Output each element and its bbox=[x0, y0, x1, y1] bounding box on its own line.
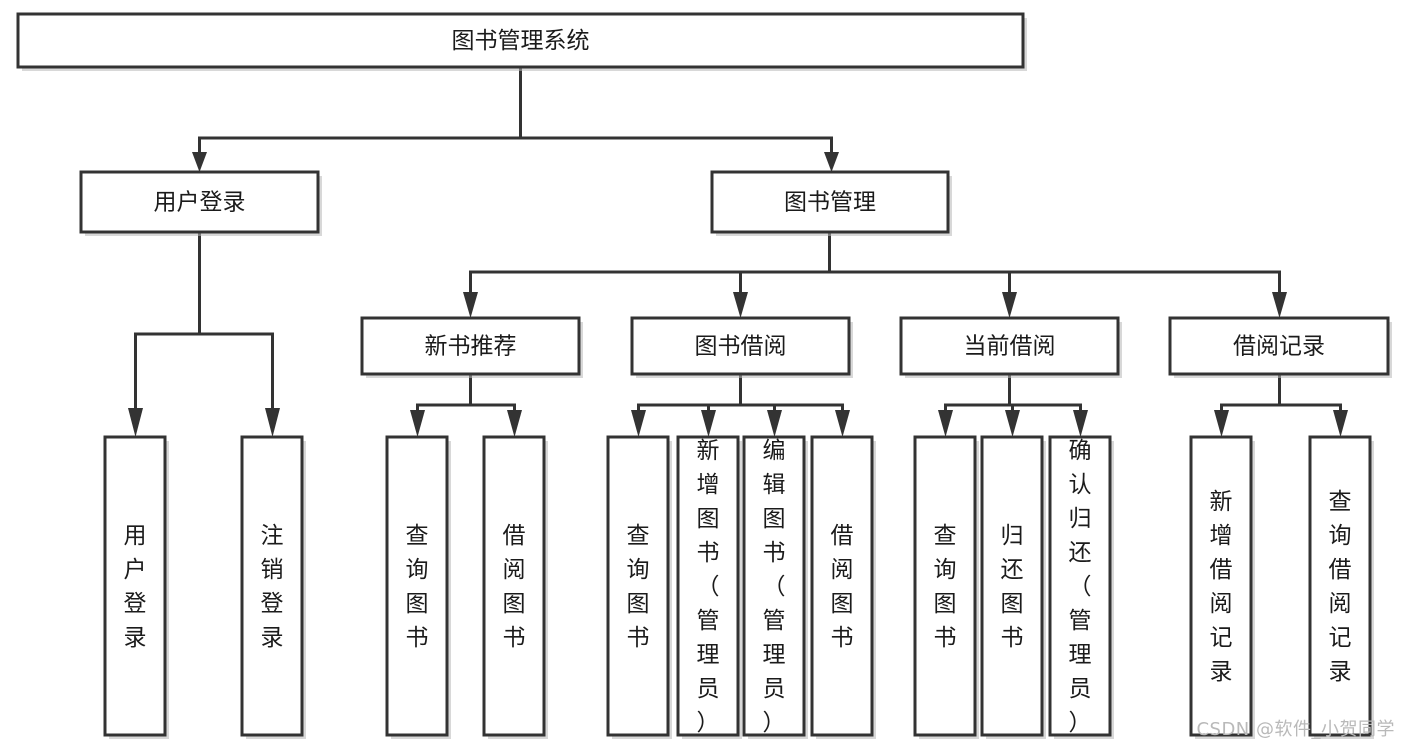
arrow-to-leaf-query-book-rec bbox=[410, 410, 425, 437]
node-leaf-return-book-box[interactable] bbox=[980, 435, 1044, 737]
node-leaf-add-book[interactable]: 新增图书（管理员） bbox=[676, 435, 742, 739]
node-leaf-add-record-box[interactable] bbox=[1189, 435, 1253, 737]
node-root-label: 图书管理系统 bbox=[452, 28, 590, 54]
arrow-to-leaf-logout bbox=[265, 408, 280, 437]
node-leaf-logout-label: 注销登录 bbox=[261, 523, 284, 651]
arrow-to-leaf-borrow-book bbox=[835, 410, 850, 437]
node-leaf-user-login[interactable]: 用户登录 bbox=[103, 435, 169, 739]
node-new-book-rec-box[interactable] bbox=[360, 316, 581, 376]
arrow-to-leaf-user-login bbox=[128, 408, 143, 437]
node-leaf-borrow-book-rec-label: 借阅图书 bbox=[503, 523, 526, 651]
node-user-login-box[interactable] bbox=[79, 170, 320, 234]
node-leaf-borrow-book-label: 借阅图书 bbox=[831, 523, 854, 651]
node-leaf-edit-book[interactable]: 编辑图书（管理员） bbox=[742, 435, 808, 739]
node-user-login[interactable]: 用户登录 bbox=[79, 170, 322, 236]
node-leaf-borrow-book-box[interactable] bbox=[810, 435, 874, 737]
node-leaf-query-book-rec[interactable]: 查询图书 bbox=[385, 435, 451, 739]
node-leaf-add-record[interactable]: 新增借阅记录 bbox=[1189, 435, 1255, 739]
node-leaf-query-record-box[interactable] bbox=[1308, 435, 1372, 737]
node-root-box[interactable] bbox=[16, 12, 1025, 69]
arrow-to-book-borrow bbox=[733, 292, 748, 318]
node-leaf-confirm-return[interactable]: 确认归还（管理员） bbox=[1048, 435, 1114, 739]
connector-layer bbox=[128, 66, 1348, 437]
node-book-borrow-box[interactable] bbox=[630, 316, 851, 376]
node-current-borrow-label: 当前借阅 bbox=[964, 334, 1056, 360]
node-borrow-record-box[interactable] bbox=[1168, 316, 1390, 376]
arrow-to-leaf-edit-book bbox=[767, 410, 782, 437]
node-leaf-logout[interactable]: 注销登录 bbox=[240, 435, 306, 739]
arrow-to-leaf-borrow-book-rec bbox=[507, 410, 522, 437]
arrow-to-leaf-confirm-return bbox=[1073, 410, 1088, 437]
node-user-login-label: 用户登录 bbox=[154, 190, 246, 216]
node-new-book-rec[interactable]: 新书推荐 bbox=[360, 316, 583, 378]
node-leaf-query-record-label: 查询借阅记录 bbox=[1329, 489, 1352, 685]
node-leaf-query-book-current[interactable]: 查询图书 bbox=[913, 435, 979, 739]
node-new-book-rec-label: 新书推荐 bbox=[425, 334, 517, 360]
arrow-to-book-manage bbox=[824, 152, 839, 172]
node-root[interactable]: 图书管理系统 bbox=[16, 12, 1027, 71]
arrow-to-current-borrow bbox=[1002, 292, 1017, 318]
node-current-borrow[interactable]: 当前借阅 bbox=[899, 316, 1122, 378]
arrow-to-leaf-add-book bbox=[701, 410, 716, 437]
csdn-watermark: CSDN @软件_小贺同学 bbox=[1196, 719, 1395, 740]
node-borrow-record[interactable]: 借阅记录 bbox=[1168, 316, 1392, 378]
node-leaf-query-book-borrow-label: 查询图书 bbox=[627, 523, 650, 651]
node-layer: 图书管理系统用户登录图书管理新书推荐图书借阅当前借阅借阅记录用户登录注销登录查询… bbox=[16, 12, 1392, 739]
arrow-to-leaf-return-book bbox=[1005, 410, 1020, 437]
node-leaf-query-book-rec-label: 查询图书 bbox=[406, 523, 429, 651]
node-leaf-query-book-current-label: 查询图书 bbox=[934, 523, 957, 651]
arrow-to-leaf-query-record bbox=[1333, 410, 1348, 437]
node-leaf-borrow-book[interactable]: 借阅图书 bbox=[810, 435, 876, 739]
node-leaf-add-book-label: 新增图书（管理员） bbox=[697, 438, 720, 736]
node-leaf-return-book[interactable]: 归还图书 bbox=[980, 435, 1046, 739]
node-book-borrow-label: 图书借阅 bbox=[695, 334, 787, 360]
arrow-to-leaf-query-book-current bbox=[938, 410, 953, 437]
node-book-manage[interactable]: 图书管理 bbox=[710, 170, 952, 236]
node-leaf-query-book-borrow[interactable]: 查询图书 bbox=[606, 435, 672, 739]
node-leaf-return-book-label: 归还图书 bbox=[1001, 523, 1024, 651]
node-leaf-borrow-book-rec-box[interactable] bbox=[482, 435, 546, 737]
node-book-borrow[interactable]: 图书借阅 bbox=[630, 316, 853, 378]
arrow-to-borrow-record bbox=[1272, 292, 1287, 318]
node-leaf-logout-box[interactable] bbox=[240, 435, 304, 737]
node-leaf-borrow-book-rec[interactable]: 借阅图书 bbox=[482, 435, 548, 739]
node-leaf-edit-book-box[interactable] bbox=[742, 435, 806, 737]
node-leaf-query-book-borrow-box[interactable] bbox=[606, 435, 670, 737]
node-leaf-user-login-box[interactable] bbox=[103, 435, 167, 737]
node-leaf-add-book-box[interactable] bbox=[676, 435, 740, 737]
node-current-borrow-box[interactable] bbox=[899, 316, 1120, 376]
node-leaf-query-book-rec-box[interactable] bbox=[385, 435, 449, 737]
node-leaf-add-record-label: 新增借阅记录 bbox=[1210, 489, 1233, 685]
arrow-to-user-login bbox=[192, 152, 207, 172]
node-leaf-query-record[interactable]: 查询借阅记录 bbox=[1308, 435, 1374, 739]
arrow-to-leaf-query-book-borrow bbox=[631, 410, 646, 437]
node-borrow-record-label: 借阅记录 bbox=[1233, 334, 1325, 360]
arrow-to-new-book-rec bbox=[463, 292, 478, 318]
node-leaf-query-book-current-box[interactable] bbox=[913, 435, 977, 737]
node-leaf-confirm-return-box[interactable] bbox=[1048, 435, 1112, 737]
node-leaf-confirm-return-label: 确认归还（管理员） bbox=[1069, 438, 1092, 736]
node-leaf-user-login-label: 用户登录 bbox=[124, 523, 147, 651]
node-leaf-edit-book-label: 编辑图书（管理员） bbox=[763, 438, 786, 736]
node-book-manage-box[interactable] bbox=[710, 170, 950, 234]
node-book-manage-label: 图书管理 bbox=[784, 190, 876, 216]
arrow-to-leaf-add-record bbox=[1214, 410, 1229, 437]
